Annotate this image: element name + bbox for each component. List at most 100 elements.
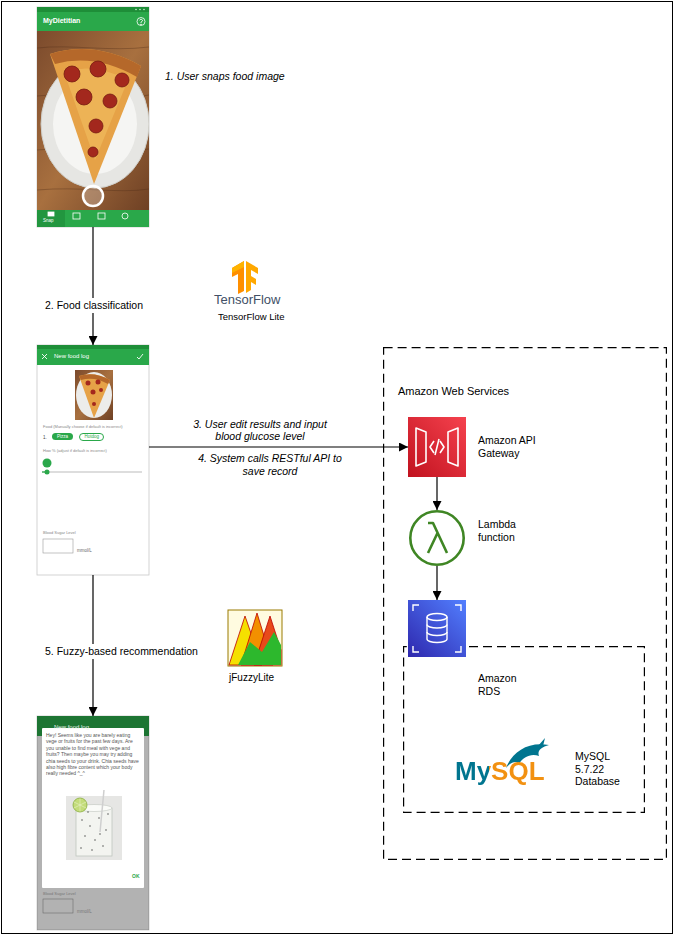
flow-arrow xyxy=(436,566,437,600)
phone-snap-screen-part xyxy=(37,210,65,227)
chia-drink-photo-part xyxy=(66,796,122,860)
pizza-thumbnail xyxy=(75,370,113,420)
pizza-thumbnail-part-part xyxy=(96,380,101,385)
rds-icon-part xyxy=(408,600,466,657)
chia-drink-photo-part-part xyxy=(99,833,100,834)
choice-chip: Pizza xyxy=(52,433,73,440)
pizza-photo-part xyxy=(83,186,103,206)
field-hint: How % (adjust if default is incorrect) xyxy=(43,449,143,454)
screen-title: New food log xyxy=(54,724,89,731)
help-icon xyxy=(137,18,145,26)
item-number: 1. xyxy=(43,435,47,440)
pizza-thumbnail-part-part xyxy=(86,381,91,386)
pepperoni-part xyxy=(115,73,129,87)
field-label: Blood Sugar Level xyxy=(43,892,76,897)
phone-log-screen-part xyxy=(42,354,47,359)
pepperoni-part xyxy=(76,89,92,105)
tab-icons-part xyxy=(122,213,128,219)
flow-arrow xyxy=(436,477,437,510)
pizza-photo-part xyxy=(50,49,141,77)
chia-drink-photo-part-part xyxy=(91,849,92,850)
api-gateway-icon-part-part xyxy=(416,428,426,466)
rds-icon-part-part xyxy=(427,617,447,643)
region-title: Amazon Web Services xyxy=(398,385,509,398)
tensorflow-logo-part xyxy=(232,261,244,273)
step-label: 3. User edit results and input blood glu… xyxy=(190,418,330,443)
pepperoni xyxy=(64,61,129,157)
phone-advice-screen-part xyxy=(37,716,149,930)
rds-icon-part-part xyxy=(427,625,447,636)
pepperoni-part xyxy=(88,147,98,157)
tensorflow-logo-part xyxy=(246,261,258,293)
choice-chip: Hotdog xyxy=(79,433,104,441)
chia-drink-photo xyxy=(66,790,122,860)
phone-snap-screen-part-part xyxy=(139,9,141,11)
mysql-dolphin-part xyxy=(538,738,545,746)
step-label: 4. System calls RESTful API to save reco… xyxy=(190,452,350,477)
field-hint: Food (Manually choose if default is inco… xyxy=(43,425,143,430)
phone-log-screen-part xyxy=(137,354,143,359)
api-gateway-icon-part-part xyxy=(448,428,458,466)
tensorflow-logo xyxy=(232,261,258,294)
flow-arrow xyxy=(149,446,408,447)
phone-log-screen-part xyxy=(37,345,149,349)
pizza-thumbnail-part-part xyxy=(92,402,96,406)
tab-label: Snap xyxy=(43,218,54,223)
tab-icons-part xyxy=(73,213,80,219)
api-gateway-icon xyxy=(408,417,466,477)
help-icon-part xyxy=(137,18,145,26)
phone-log-screen xyxy=(37,345,149,575)
pizza-thumbnail-part xyxy=(79,374,110,418)
phone-screen: New food logFood (Manually choose if def… xyxy=(37,345,149,575)
pizza-thumbnail-part xyxy=(76,372,112,418)
chia-drink-photo-part-part xyxy=(98,817,99,818)
tab-icons xyxy=(48,212,128,219)
pepperoni-part xyxy=(103,94,117,108)
phone-advice-screen xyxy=(37,716,149,930)
phone-log-screen-part xyxy=(45,470,50,475)
dashed-border xyxy=(384,348,667,860)
tab-icons-part xyxy=(48,212,54,216)
phone-screen: MyDietitianSnap xyxy=(37,7,149,227)
pizza-thumbnail-part xyxy=(86,380,104,407)
logo-caption: TensorFlow Lite xyxy=(218,311,285,322)
pepperoni-part xyxy=(64,66,80,82)
dashed-border xyxy=(403,646,645,813)
logo-caption: jFuzzyLite xyxy=(229,672,274,684)
phone-snap-screen-part-part xyxy=(143,9,145,11)
pepperoni-part xyxy=(89,119,103,133)
phone-log-screen-part xyxy=(42,472,142,473)
chia-drink-photo-part-part xyxy=(102,845,103,846)
lambda-circle xyxy=(410,511,463,564)
phone-snap-screen-part xyxy=(37,7,149,12)
lambda-circle xyxy=(409,510,465,566)
help-icon-part xyxy=(140,19,143,23)
api-gateway-icon-part-part xyxy=(430,441,434,453)
rds-icon xyxy=(408,600,466,657)
unit-label: mmol/L xyxy=(77,909,92,914)
advice-message: Hey! Seems like you are barely eating ve… xyxy=(46,732,140,777)
step-label: 2. Food classification xyxy=(44,298,144,313)
api-gateway-icon-part-part xyxy=(435,439,439,455)
app-title: MyDietitian xyxy=(43,17,80,25)
phone-snap-screen xyxy=(37,7,149,227)
dashed-border xyxy=(404,647,645,813)
jfuzzylite-logo xyxy=(228,610,282,666)
tab-icons-part xyxy=(98,213,105,219)
chia-drink-photo-part-part xyxy=(84,835,85,836)
phone-log-screen-part xyxy=(37,345,149,575)
chia-drink-photo-part xyxy=(76,808,112,856)
screen-title: New food log xyxy=(54,353,89,360)
phone-snap-screen-part xyxy=(37,12,149,31)
service-icon: Amazon API Gateway xyxy=(408,417,466,477)
chia-drink-photo-part xyxy=(73,798,87,812)
api-gateway-icon-part xyxy=(408,417,466,477)
chia-drink-photo-part xyxy=(80,811,108,850)
pizza-photo-part xyxy=(50,49,141,184)
chia-drink-photo-part-part xyxy=(89,825,90,826)
pizza-thumbnail-part xyxy=(75,370,113,420)
jfuzzylite-logo-part xyxy=(228,610,282,666)
pizza-thumbnail-part xyxy=(79,374,110,384)
phone-snap-screen-part-part xyxy=(135,9,137,11)
